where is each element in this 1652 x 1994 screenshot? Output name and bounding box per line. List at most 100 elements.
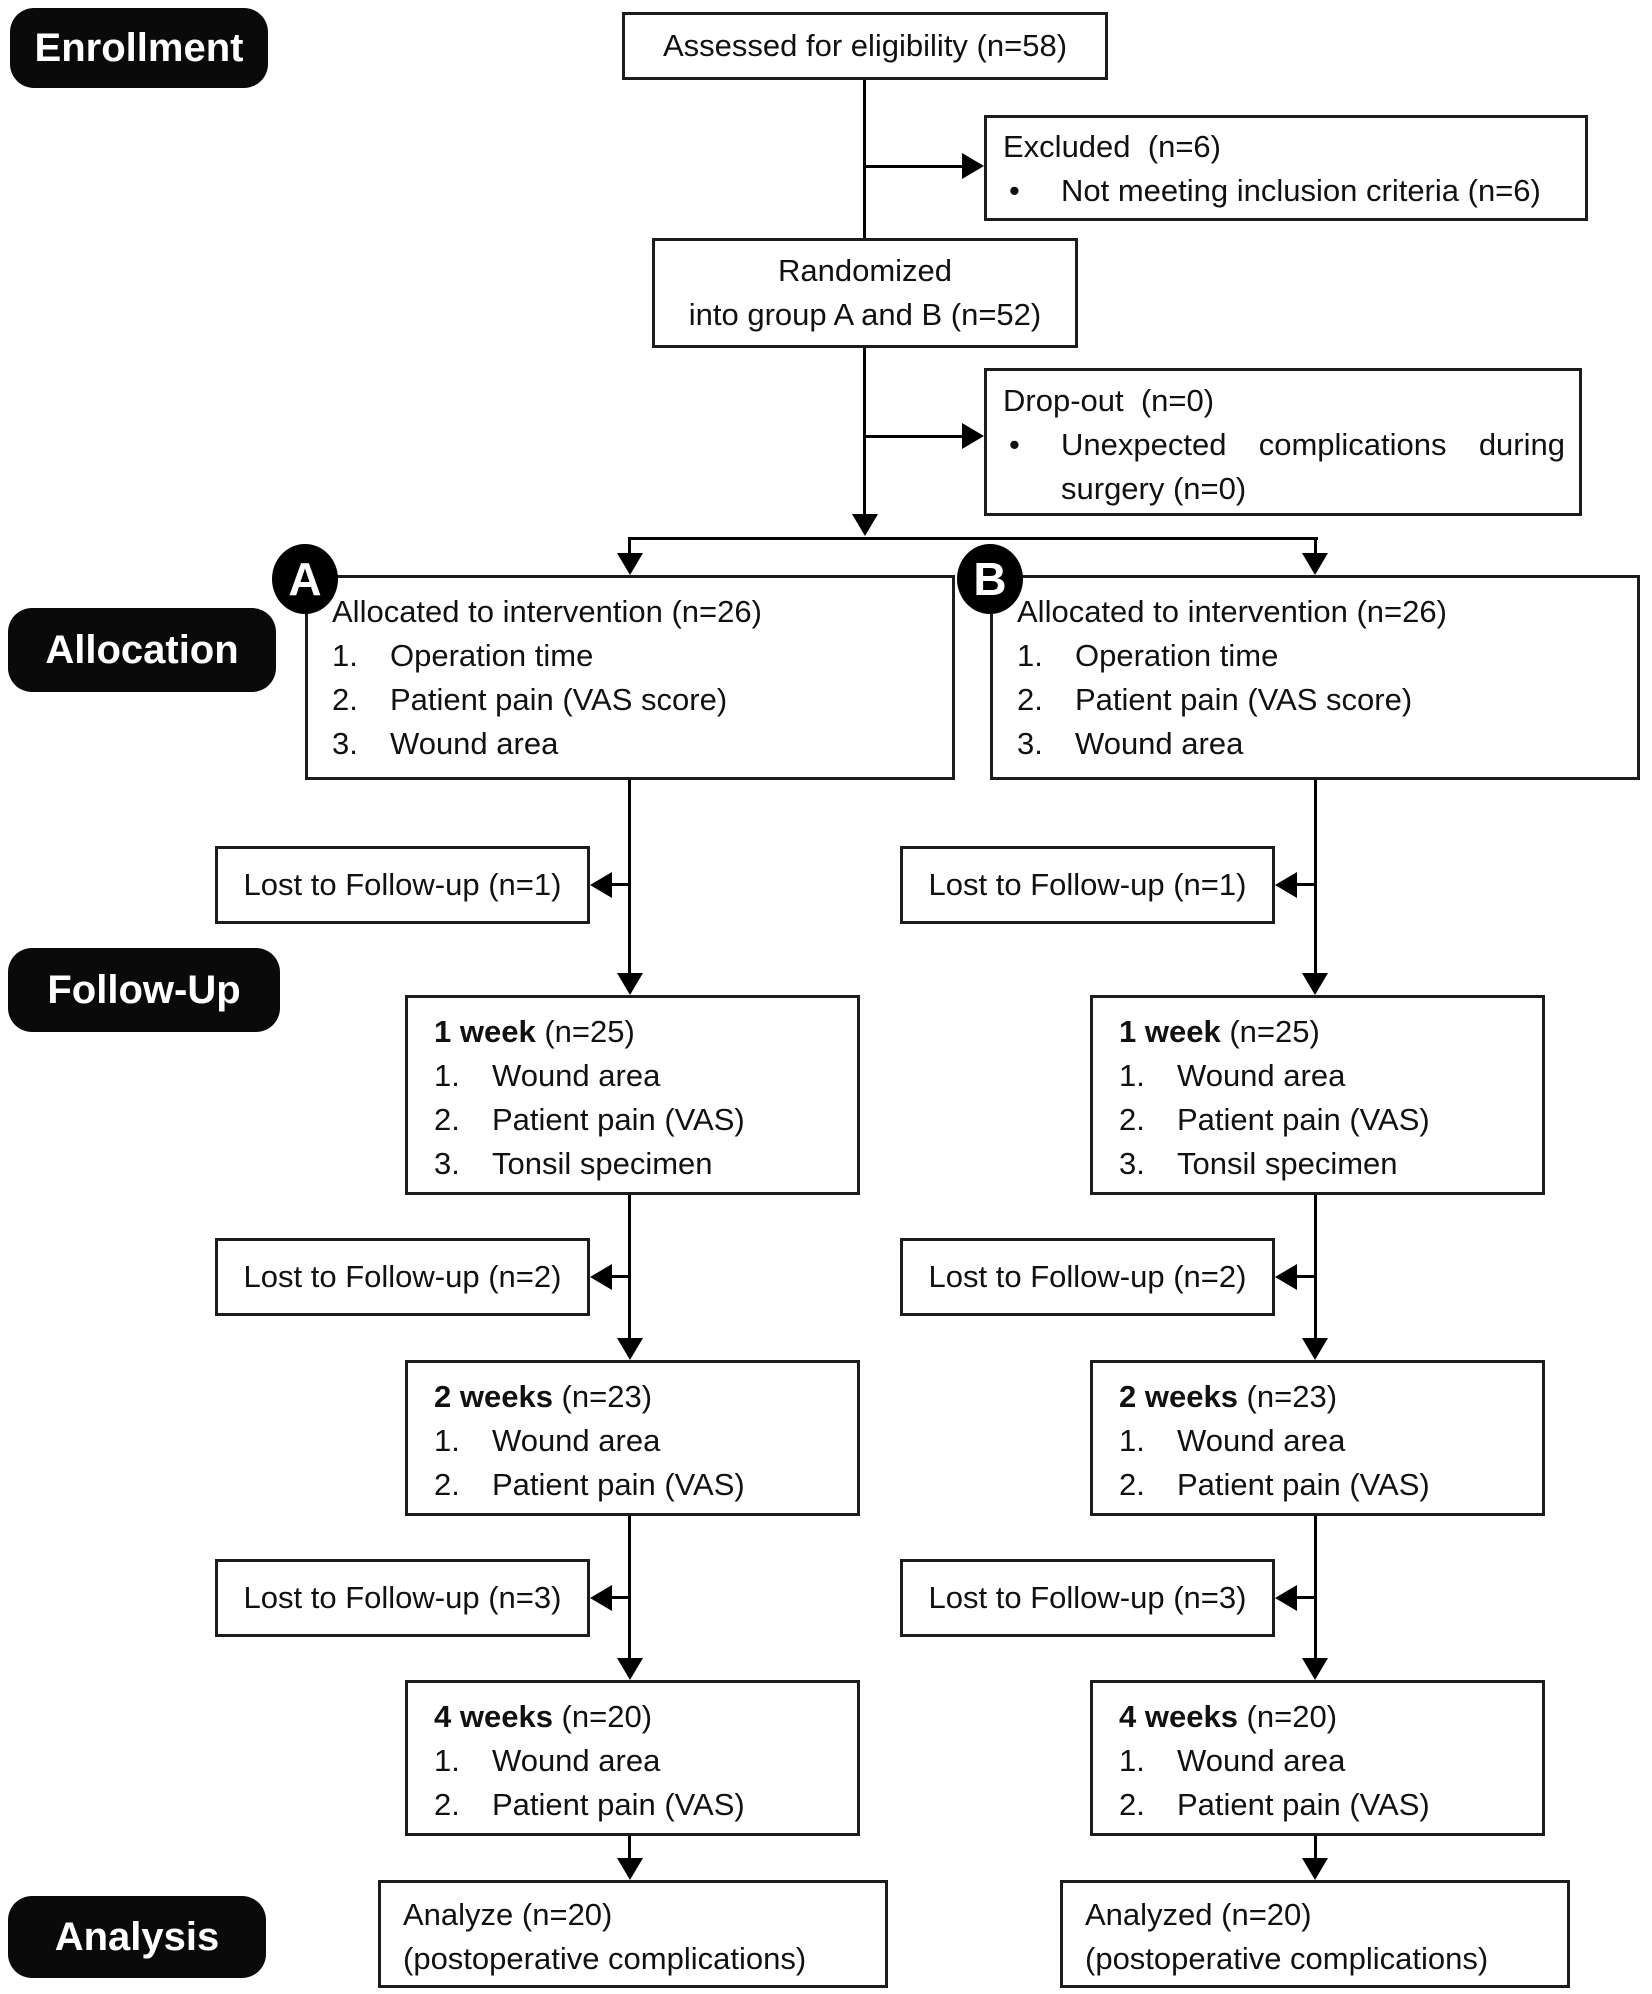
week2-box-b: 2 weeks (n=23) 1.Wound area 2.Patient pa… bbox=[1090, 1360, 1545, 1516]
dropout-title: Drop-out (n=0) bbox=[1003, 383, 1215, 418]
connector-randomized-split bbox=[863, 348, 866, 514]
connector bbox=[628, 780, 631, 973]
randomized-box: Randomized into group A and B (n=52) bbox=[652, 238, 1078, 348]
randomized-line2: into group A and B (n=52) bbox=[688, 297, 1042, 332]
week-item: 1.Wound area bbox=[1119, 1743, 1346, 1778]
stage-label-enrollment: Enrollment bbox=[10, 8, 268, 88]
dropout-reason: Unexpected complications during surgery … bbox=[1061, 427, 1565, 506]
connector bbox=[1314, 1516, 1317, 1658]
connector bbox=[1295, 1275, 1315, 1278]
stage-label-followup: Follow-Up bbox=[8, 948, 280, 1032]
lost-followup-box-a3: Lost to Follow-up (n=3) bbox=[215, 1559, 590, 1637]
group-b-badge: B bbox=[957, 544, 1023, 614]
analysis-box-a: Analyze (n=20) (postoperative complicati… bbox=[378, 1880, 888, 1988]
arrowhead-down-branch-a bbox=[617, 553, 643, 575]
allocation-box-a: Allocated to intervention (n=26) 1.Opera… bbox=[305, 575, 955, 780]
allocation-title: Allocated to intervention (n=26) bbox=[332, 594, 762, 629]
arrowhead-down-branch-b bbox=[1302, 553, 1328, 575]
stage-label-analysis: Analysis bbox=[8, 1896, 266, 1978]
arrowhead-down bbox=[617, 1658, 643, 1680]
excluded-reason: Not meeting inclusion criteria (n=6) bbox=[1061, 173, 1541, 208]
lost-followup-box-b2: Lost to Follow-up (n=2) bbox=[900, 1238, 1275, 1316]
assessed-eligibility-box: Assessed for eligibility (n=58) bbox=[622, 12, 1108, 80]
week-item: 1.Wound area bbox=[1119, 1423, 1346, 1458]
analysis-box-b: Analyzed (n=20) (postoperative complicat… bbox=[1060, 1880, 1570, 1988]
connector bbox=[610, 883, 630, 886]
week-item: 1.Wound area bbox=[434, 1743, 661, 1778]
arrowhead-down bbox=[1302, 973, 1328, 995]
arrowhead-left bbox=[1275, 1585, 1297, 1611]
arrowhead-down bbox=[617, 1338, 643, 1360]
week-title: 2 weeks (n=23) bbox=[1119, 1379, 1338, 1414]
week-title: 1 week (n=25) bbox=[1119, 1014, 1320, 1049]
lost-followup-box-a1: Lost to Follow-up (n=1) bbox=[215, 846, 590, 924]
allocation-item: 2.Patient pain (VAS score) bbox=[332, 682, 728, 717]
analysis-line2: (postoperative complications) bbox=[403, 1941, 807, 1976]
branch-b-stem bbox=[1314, 537, 1317, 557]
connector bbox=[1314, 780, 1317, 973]
week1-box-a: 1 week (n=25) 1.Wound area 2.Patient pai… bbox=[405, 995, 860, 1195]
allocation-item: 1.Operation time bbox=[1017, 638, 1279, 673]
week-title: 1 week (n=25) bbox=[434, 1014, 635, 1049]
allocation-item: 1.Operation time bbox=[332, 638, 594, 673]
allocation-item: 2.Patient pain (VAS score) bbox=[1017, 682, 1413, 717]
arrowhead-left bbox=[1275, 1264, 1297, 1290]
arrowhead-down bbox=[1302, 1858, 1328, 1880]
branch-a-stem bbox=[628, 537, 631, 557]
allocation-title: Allocated to intervention (n=26) bbox=[1017, 594, 1447, 629]
dropout-box: Drop-out (n=0) • Unexpected complication… bbox=[984, 368, 1582, 516]
split-line bbox=[628, 537, 1318, 540]
dropout-bullet-row: • Unexpected complications during surger… bbox=[1003, 423, 1565, 511]
connector bbox=[628, 1516, 631, 1658]
arrowhead-right-dropout bbox=[962, 423, 984, 449]
arrowhead-down bbox=[1302, 1338, 1328, 1360]
week-item: 2.Patient pain (VAS) bbox=[1119, 1467, 1430, 1502]
connector-assessed-randomized bbox=[863, 80, 866, 238]
stage-label-allocation: Allocation bbox=[8, 608, 276, 692]
week1-box-b: 1 week (n=25) 1.Wound area 2.Patient pai… bbox=[1090, 995, 1545, 1195]
week-title: 2 weeks (n=23) bbox=[434, 1379, 653, 1414]
excluded-title: Excluded (n=6) bbox=[1003, 129, 1221, 164]
arrowhead-down-split bbox=[852, 514, 878, 536]
assessed-eligibility-text: Assessed for eligibility (n=58) bbox=[662, 28, 1068, 63]
allocation-item: 3.Wound area bbox=[332, 726, 559, 761]
excluded-box: Excluded (n=6) • Not meeting inclusion c… bbox=[984, 115, 1588, 221]
week-item: 2.Patient pain (VAS) bbox=[434, 1102, 745, 1137]
week-title: 4 weeks (n=20) bbox=[434, 1699, 653, 1734]
week-title: 4 weeks (n=20) bbox=[1119, 1699, 1338, 1734]
analysis-line1: Analyzed (n=20) bbox=[1085, 1897, 1312, 1932]
analysis-line2: (postoperative complications) bbox=[1085, 1941, 1489, 1976]
connector bbox=[610, 1596, 630, 1599]
week-item: 2.Patient pain (VAS) bbox=[434, 1467, 745, 1502]
arrowhead-down bbox=[617, 973, 643, 995]
group-a-badge: A bbox=[272, 544, 338, 614]
lost-followup-box-b3: Lost to Follow-up (n=3) bbox=[900, 1559, 1275, 1637]
connector-to-dropout bbox=[864, 435, 964, 438]
week-item: 2.Patient pain (VAS) bbox=[1119, 1787, 1430, 1822]
week-item: 2.Patient pain (VAS) bbox=[1119, 1102, 1430, 1137]
connector-to-excluded bbox=[864, 165, 964, 168]
week2-box-a: 2 weeks (n=23) 1.Wound area 2.Patient pa… bbox=[405, 1360, 860, 1516]
week-item: 2.Patient pain (VAS) bbox=[434, 1787, 745, 1822]
week-item: 1.Wound area bbox=[1119, 1058, 1346, 1093]
excluded-bullet-row: • Not meeting inclusion criteria (n=6) bbox=[1003, 169, 1575, 213]
connector bbox=[628, 1836, 631, 1858]
connector bbox=[1295, 883, 1315, 886]
connector bbox=[1314, 1836, 1317, 1858]
arrowhead-left bbox=[590, 1264, 612, 1290]
arrowhead-left bbox=[1275, 872, 1297, 898]
bullet-glyph: • bbox=[1009, 173, 1020, 208]
week4-box-a: 4 weeks (n=20) 1.Wound area 2.Patient pa… bbox=[405, 1680, 860, 1836]
week-item: 3.Tonsil specimen bbox=[434, 1146, 713, 1181]
week-item: 3.Tonsil specimen bbox=[1119, 1146, 1398, 1181]
analysis-line1: Analyze (n=20) bbox=[403, 1897, 613, 1932]
week4-box-b: 4 weeks (n=20) 1.Wound area 2.Patient pa… bbox=[1090, 1680, 1545, 1836]
allocation-item: 3.Wound area bbox=[1017, 726, 1244, 761]
lost-followup-box-b1: Lost to Follow-up (n=1) bbox=[900, 846, 1275, 924]
bullet-glyph: • bbox=[1009, 427, 1020, 462]
connector bbox=[1295, 1596, 1315, 1599]
arrowhead-down bbox=[617, 1858, 643, 1880]
arrowhead-left bbox=[590, 1585, 612, 1611]
week-item: 1.Wound area bbox=[434, 1058, 661, 1093]
allocation-box-b: Allocated to intervention (n=26) 1.Opera… bbox=[990, 575, 1640, 780]
